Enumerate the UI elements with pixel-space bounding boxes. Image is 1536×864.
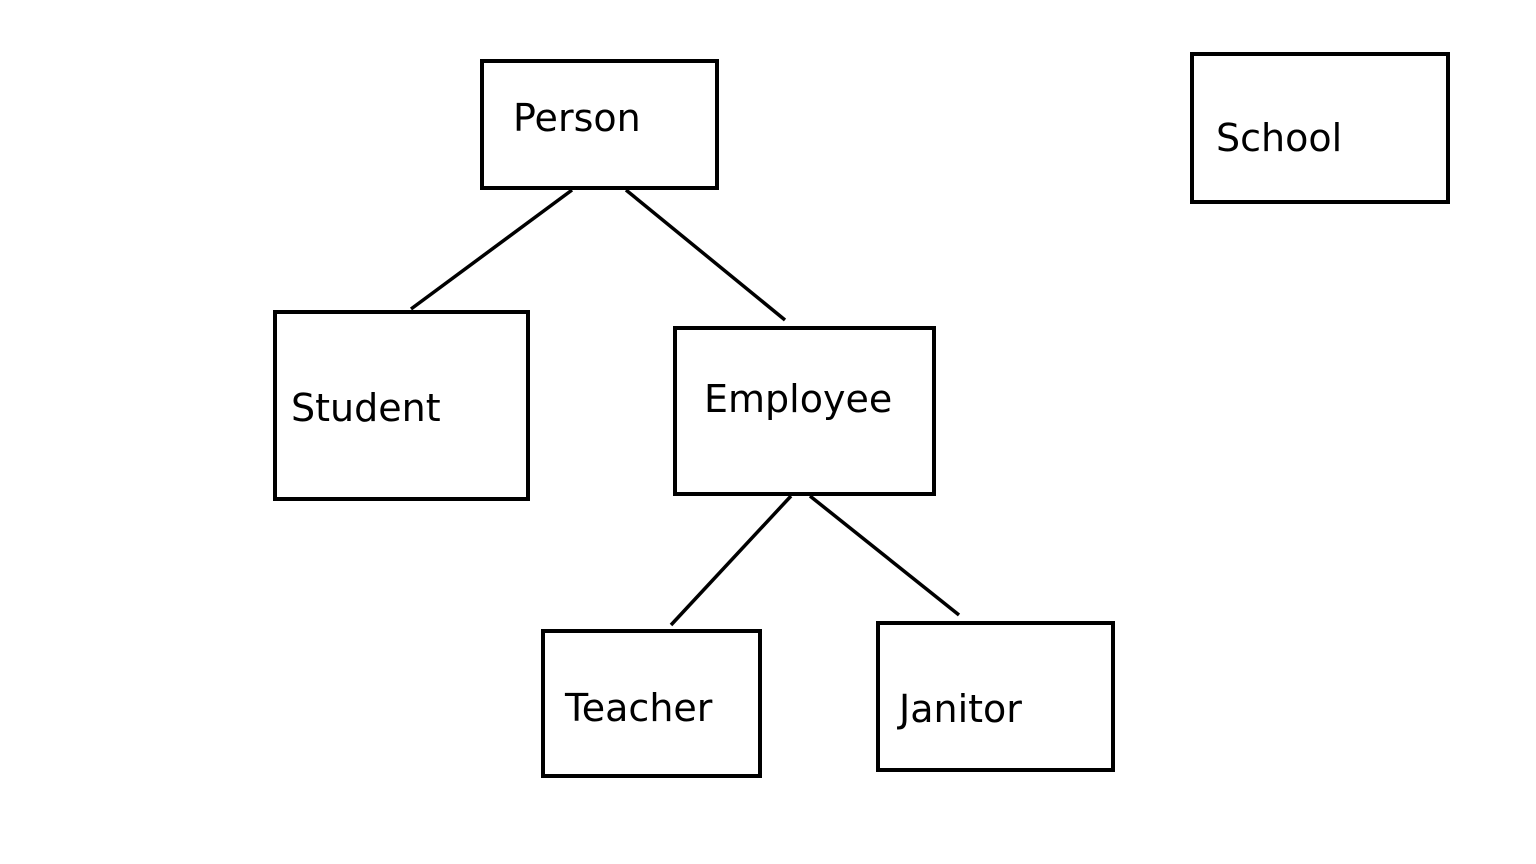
node-janitor-label: Janitor (899, 687, 1022, 731)
node-student: Student (273, 310, 530, 501)
node-employee: Employee (673, 326, 936, 496)
node-employee-label: Employee (704, 377, 893, 421)
edge-employee-janitor (808, 494, 961, 617)
node-student-label: Student (291, 386, 441, 430)
node-person: Person (480, 59, 719, 190)
node-teacher-label: Teacher (565, 686, 713, 730)
node-teacher: Teacher (541, 629, 762, 778)
node-person-label: Person (513, 96, 641, 140)
edge-person-employee (624, 188, 787, 322)
node-school: School (1190, 52, 1450, 204)
edge-person-student (409, 188, 574, 311)
node-janitor: Janitor (876, 621, 1115, 772)
node-school-label: School (1216, 116, 1343, 160)
edge-employee-teacher (669, 494, 793, 627)
